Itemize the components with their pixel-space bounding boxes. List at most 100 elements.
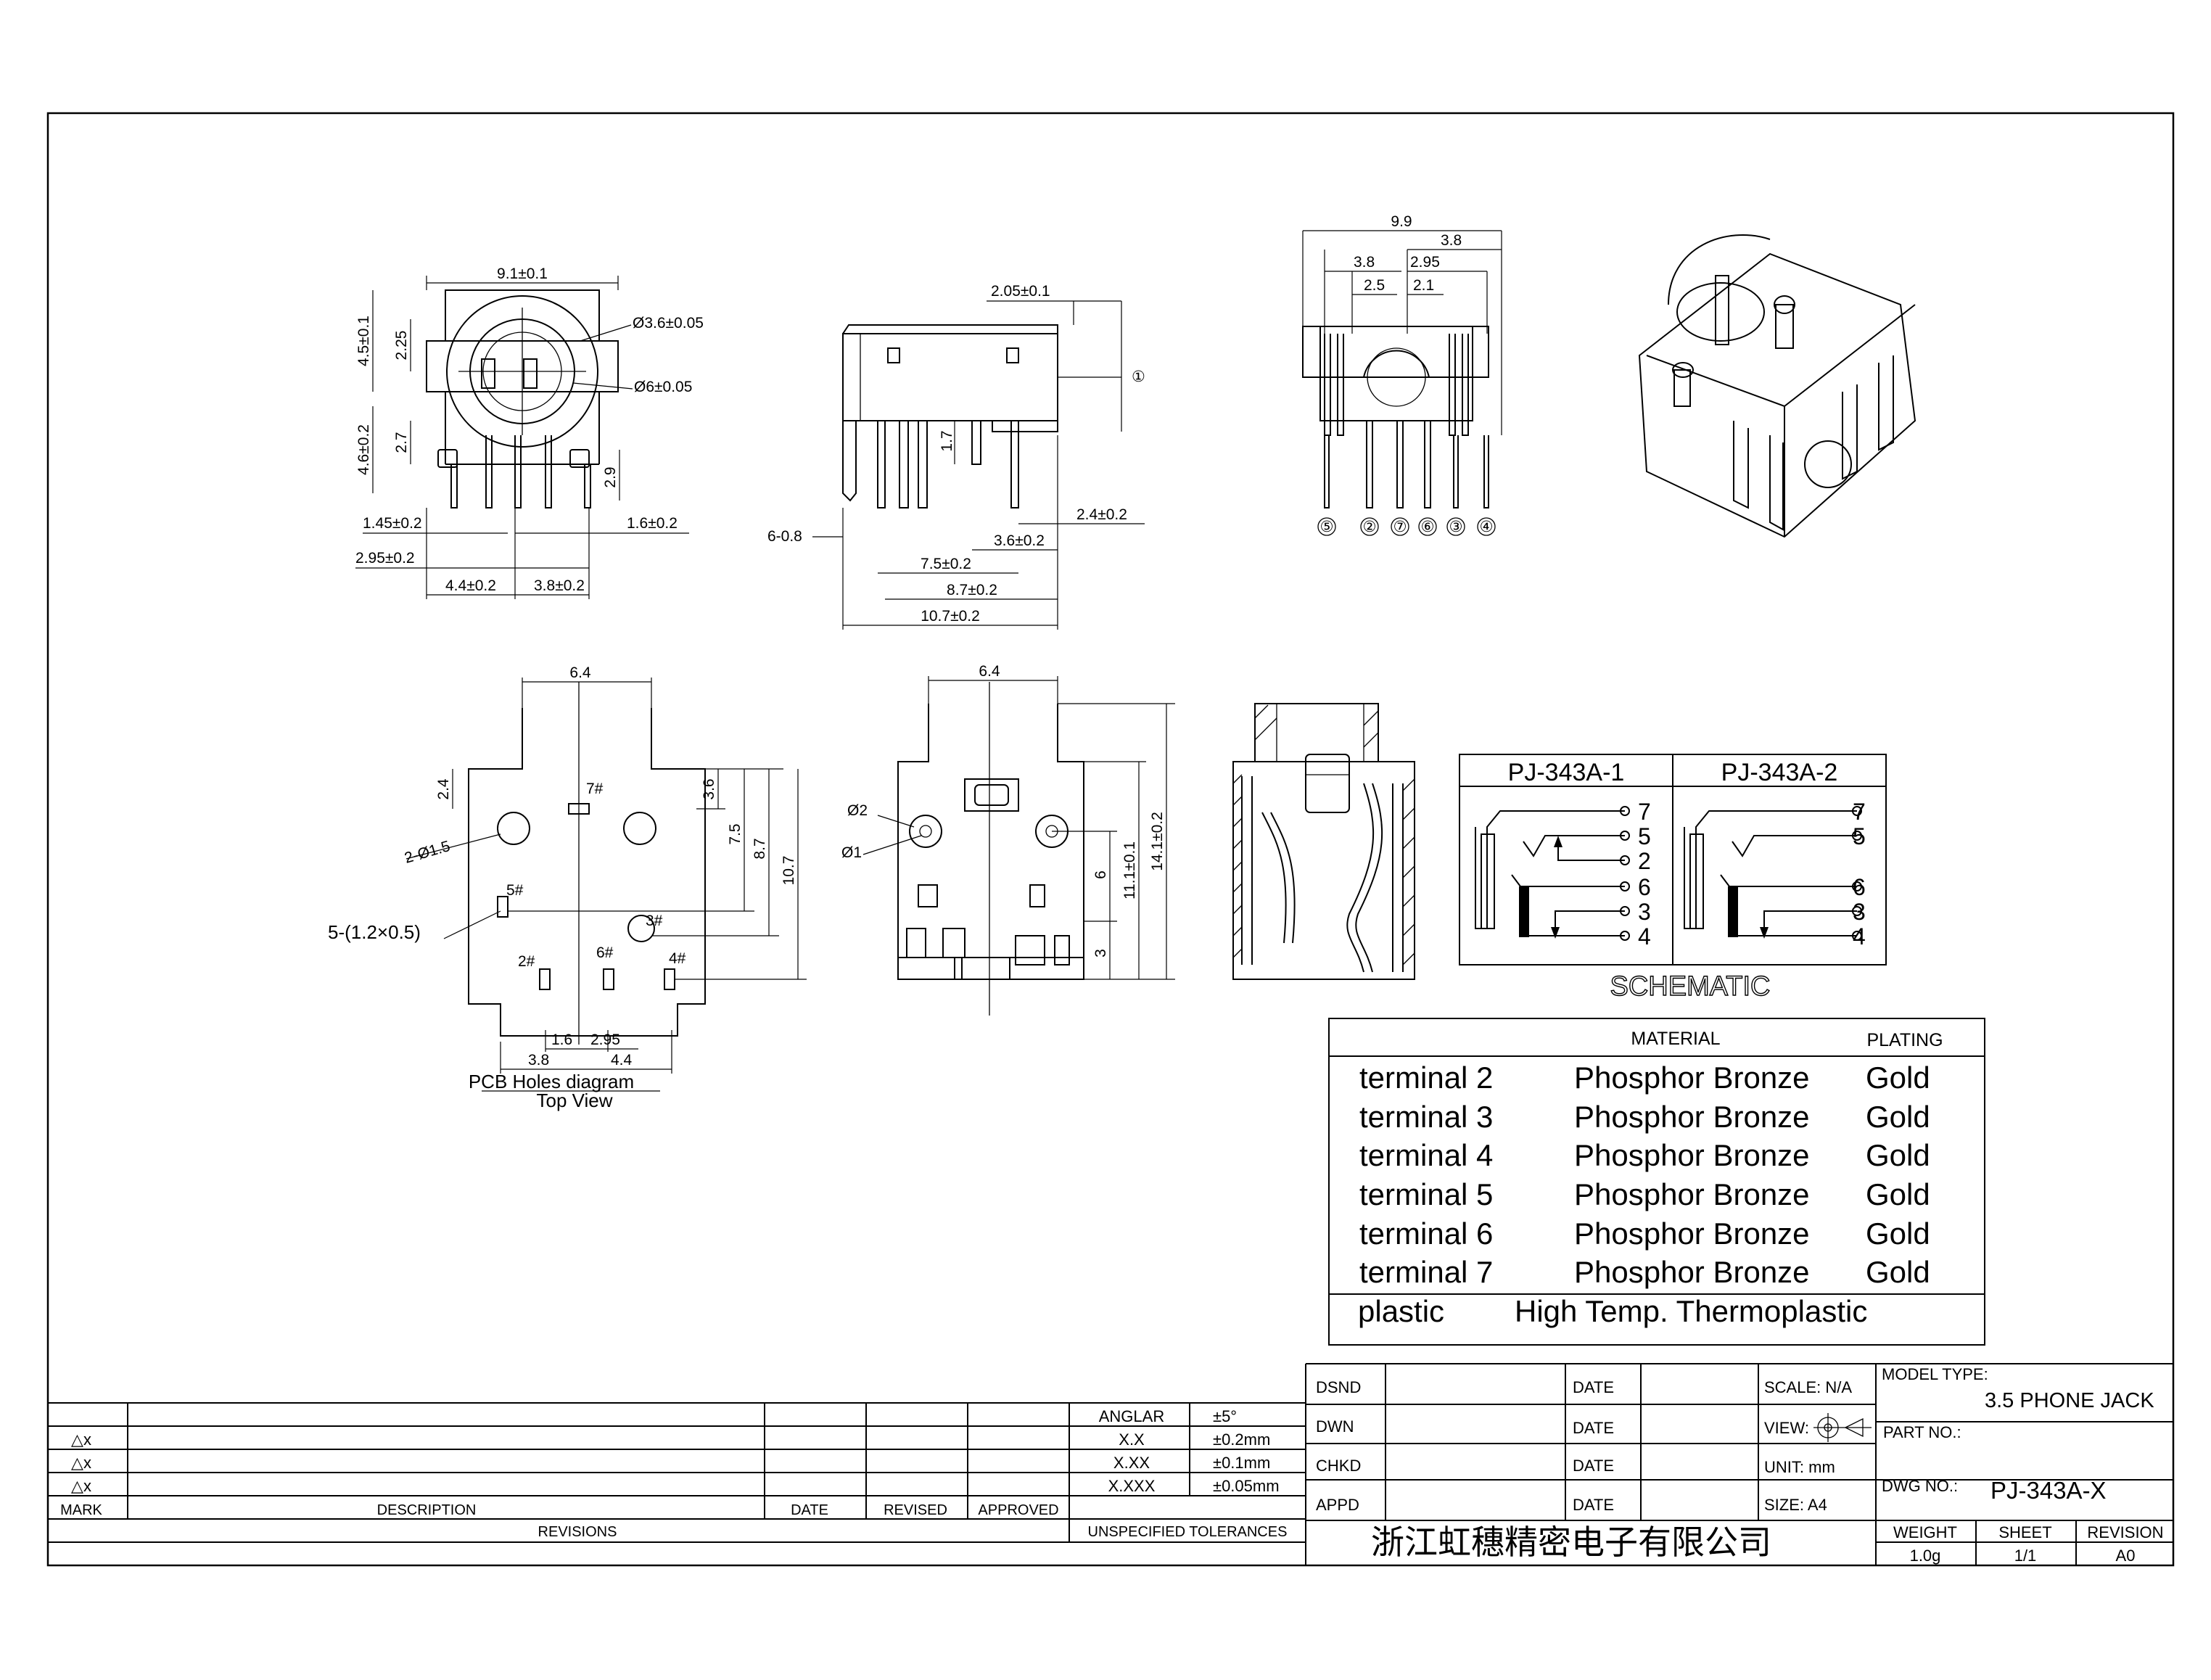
material-row-plating: Gold: [1866, 1100, 1930, 1134]
bottom-dim-d1: Ø2: [847, 802, 868, 819]
rear-pin-label: ②: [1363, 519, 1377, 535]
material-row-plating: Gold: [1866, 1177, 1930, 1211]
tolerance-key: ANGLAR: [1099, 1407, 1164, 1425]
unspecified-tolerances-label: UNSPECIFIED TOLERANCES: [1088, 1524, 1288, 1540]
plating-header: PLATING: [1866, 1030, 1943, 1050]
front-dim-h3: 4.6±0.2: [355, 424, 372, 475]
rear-dim-c: 2.95: [1410, 254, 1440, 271]
model-type-label: MODEL TYPE:: [1882, 1365, 1988, 1383]
material-row-material: Phosphor Bronze: [1574, 1255, 1810, 1289]
front-dim-d2: Ø6±0.05: [634, 379, 692, 395]
material-header: MATERIAL: [1631, 1029, 1720, 1049]
company-name: 浙江虹穗精密电子有限公司: [1371, 1523, 1771, 1561]
rear-pin-labels: ⑤ ② ⑦ ⑥ ③ ④: [1317, 517, 1496, 536]
rear-pin-label: ⑥: [1421, 519, 1435, 535]
sheet-label: SHEET: [1998, 1523, 2051, 1541]
bottom-dim-v1: 6: [1092, 870, 1109, 879]
rear-pin-label: ④: [1480, 519, 1494, 535]
schematic2-pin: 7: [1853, 799, 1866, 825]
pcb-dim-v2: 3.6: [701, 778, 717, 799]
pcb-dim-slots: 5-(1.2×0.5): [328, 921, 421, 943]
material-row-material: Phosphor Bronze: [1574, 1100, 1810, 1134]
side-dim-top: 2.05±0.1: [991, 283, 1050, 300]
revised-header: REVISED: [884, 1502, 947, 1518]
revisions-header: REVISIONS: [538, 1524, 617, 1540]
sign-row-label: DSND: [1316, 1378, 1361, 1396]
schematic2-pin: 6: [1853, 874, 1866, 900]
schematic2-pin: 4: [1853, 923, 1866, 950]
sign-date-label: DATE: [1573, 1457, 1614, 1475]
revision-mark: △x: [71, 1477, 91, 1495]
pcb-dim-b2: 2.95: [590, 1032, 620, 1048]
rear-view: 9.9 3.8 3.8 2.95 2.5 2.1 ⑤ ② ⑦ ⑥ ③ ④: [1302, 213, 1502, 536]
schematic-caption: SCHEMATIC: [1610, 971, 1771, 1002]
pcb-dim-b3: 3.8: [528, 1052, 549, 1068]
schematic2-pin: 3: [1853, 899, 1866, 925]
bottom-dim-d2: Ø1: [841, 844, 862, 861]
material-row-part: terminal 6: [1359, 1216, 1493, 1251]
revision-mark: △x: [71, 1454, 91, 1472]
isometric-view: [1638, 234, 1916, 538]
schematic1-pin: 7: [1638, 799, 1651, 825]
material-row-material: Phosphor Bronze: [1574, 1216, 1810, 1251]
sign-row-label: APPD: [1316, 1496, 1359, 1514]
material-row-part: terminal 2: [1359, 1061, 1493, 1095]
description-header: DESCRIPTION: [377, 1502, 477, 1518]
drawing-frame: [46, 112, 2175, 1567]
side-dim-p1: 2.4±0.2: [1076, 506, 1127, 523]
bottom-dim-top: 6.4: [979, 663, 1000, 680]
pcb-hole-label: 2#: [518, 953, 535, 970]
pcb-hole-label: 4#: [669, 950, 686, 967]
view-label: VIEW:: [1764, 1419, 1809, 1437]
pcb-hole-label: 3#: [646, 913, 663, 929]
rear-dim-a: 3.8: [1354, 254, 1375, 271]
side-view: 1.7 2.05±0.1 ① 6-0.8 2.4±0.2 3.6±0.2 7.5…: [767, 283, 1145, 630]
pcb-hole-label: 5#: [506, 882, 524, 899]
front-dim-b1: 1.45±0.2: [363, 515, 422, 532]
pcb-dim-v3: 7.5: [727, 823, 744, 844]
pcb-dim-b4: 4.4: [611, 1052, 633, 1068]
revision-value: A0: [2116, 1547, 2136, 1565]
front-dim-b4: 4.4±0.2: [445, 577, 496, 594]
sign-row-label: CHKD: [1316, 1457, 1361, 1475]
scale-label: SCALE: N/A: [1764, 1378, 1852, 1396]
sign-row-label: DWN: [1316, 1417, 1354, 1436]
dwg-no-value: PJ-343A-X: [1990, 1477, 2107, 1504]
material-row-plating: Gold: [1866, 1216, 1930, 1251]
tolerance-key: X.XX: [1113, 1454, 1150, 1472]
pcb-hole-label: 6#: [596, 944, 614, 961]
dwg-no-label: DWG NO.:: [1882, 1477, 1958, 1495]
material-row-plating: Gold: [1866, 1138, 1930, 1172]
side-dim-h: 1.7: [939, 430, 955, 451]
date-header: DATE: [791, 1502, 828, 1518]
approved-header: APPROVED: [978, 1502, 1058, 1518]
tolerance-value: ±5°: [1213, 1407, 1237, 1425]
rear-pin-label: ⑤: [1320, 519, 1334, 535]
revision-label: REVISION: [2087, 1523, 2163, 1541]
bottom-dim-v2: 3: [1092, 949, 1109, 958]
size-label: SIZE: A4: [1764, 1496, 1827, 1514]
front-dim-h2: 2.25: [393, 331, 410, 361]
material-row-part: terminal 7: [1359, 1255, 1493, 1289]
front-dim-h1: 4.5±0.1: [355, 316, 372, 366]
schematic-col1: PJ-343A-1: [1508, 759, 1625, 786]
front-view: 9.1±0.1 Ø3.6±0.05 Ø6±0.05 4.5±0.1 2.25 4…: [355, 265, 704, 599]
front-dim-b2: 1.6±0.2: [627, 515, 678, 532]
material-row-part: terminal 5: [1359, 1177, 1493, 1211]
front-dim-d1: Ø3.6±0.05: [633, 315, 704, 332]
mark-header: MARK: [60, 1502, 102, 1518]
material-plastic-part: plastic: [1358, 1294, 1444, 1328]
schematic2-pin: 5: [1853, 823, 1866, 849]
material-row-material: Phosphor Bronze: [1574, 1138, 1810, 1172]
front-dim-h4: 2.7: [393, 432, 410, 453]
front-dim-width: 9.1±0.1: [497, 265, 548, 282]
pcb-dim-top: 6.4: [569, 664, 591, 681]
schematic1-pin: 4: [1638, 923, 1651, 950]
front-dim-b5: 3.8±0.2: [534, 577, 585, 594]
rear-pin-label: ⑦: [1393, 519, 1407, 535]
material-row-material: Phosphor Bronze: [1574, 1177, 1810, 1211]
rear-pin-label: ③: [1449, 519, 1463, 535]
material-plastic-material: High Temp. Thermoplastic: [1515, 1294, 1867, 1328]
tolerance-value: ±0.2mm: [1213, 1430, 1270, 1449]
schematic1-pin: 3: [1638, 899, 1651, 925]
